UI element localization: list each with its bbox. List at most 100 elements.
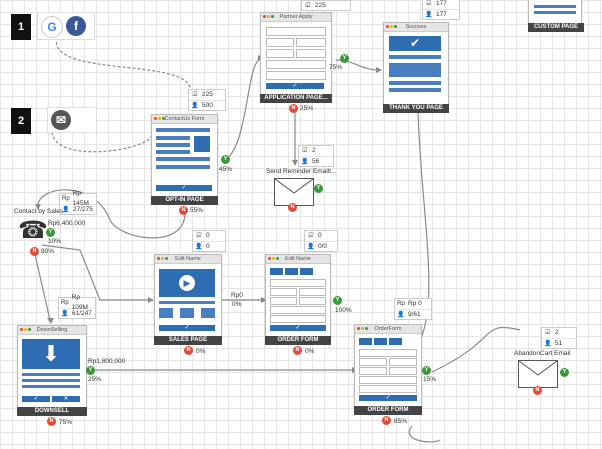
yes-badge: Y <box>314 184 323 193</box>
label-thankyou-page: THANK YOU PAGE <box>383 104 449 113</box>
label-sales-page: SALES PAGE <box>154 336 222 345</box>
connector-source1-optin <box>56 36 191 95</box>
arrow-downsell-in <box>47 318 54 324</box>
user-icon: 👤 <box>307 244 315 250</box>
window-dots-icon <box>154 117 165 120</box>
amex-card-icon <box>389 338 402 345</box>
label-application-page: APPLICATION PAGE... <box>260 94 332 103</box>
email-envelope-icon[interactable] <box>274 178 314 206</box>
arrow-down-icon: ⬇ <box>22 339 80 369</box>
currency-icon: Rp <box>62 196 70 202</box>
decline-button[interactable]: ✕ <box>52 396 80 402</box>
yes-badge: Y <box>340 54 349 63</box>
yes-badge: Y <box>333 296 342 305</box>
user-icon: 👤 <box>61 311 69 317</box>
traffic-source-2[interactable]: ✉ <box>47 107 97 133</box>
traffic-source-1[interactable]: G f <box>37 12 95 40</box>
arrow-salespage-in <box>148 297 154 303</box>
connector-orderform2-abandon <box>431 326 521 373</box>
reminder-stats: ☑2 👤56 <box>298 145 334 167</box>
no-badge: N <box>30 247 39 256</box>
checkbox-icon: ☑ <box>192 92 198 98</box>
window-dots-icon <box>386 25 397 28</box>
checkbox-icon: ☑ <box>305 3 311 9</box>
connector-source2-optin <box>51 131 153 153</box>
connector-optin-contactsales <box>37 189 186 239</box>
yes-badge: Y <box>86 366 95 375</box>
currency-icon: Rp <box>397 301 405 307</box>
connector-contactsales-salespage <box>41 244 150 301</box>
connector-contactsales-downsell <box>33 249 51 321</box>
salespage-no-rate: 0% <box>196 348 206 355</box>
orderform2-yes-rate: 15% <box>423 376 437 383</box>
connector-optin-application <box>221 57 263 163</box>
window-dots-icon <box>157 257 168 260</box>
orderform-yes-rate: 100% <box>335 307 352 314</box>
checkbox-icon: ☑ <box>426 1 432 7</box>
user-icon: 👤 <box>301 159 309 165</box>
no-badge: N <box>382 416 391 425</box>
connector-orderform2-exit <box>408 425 441 443</box>
card-custom[interactable] <box>528 0 582 24</box>
card-edit-name-order[interactable]: Edit Name ✓ <box>265 254 331 338</box>
submit-button[interactable]: ✓ <box>159 325 215 331</box>
salespage-yes-rate: 0% <box>232 301 242 308</box>
optin-stats: ☑225 👤500 <box>188 89 226 111</box>
user-icon: 👤 <box>195 244 203 250</box>
arrow-thankyou-in <box>376 67 382 73</box>
no-badge: N <box>184 346 193 355</box>
mail-icon: ✉ <box>51 110 71 130</box>
window-dots-icon <box>263 15 274 18</box>
arrow-orderform-in <box>261 297 267 303</box>
thankyou-stats: ☑177 👤177 <box>422 0 460 20</box>
google-icon: G <box>41 16 63 38</box>
arrow-contactsales-in <box>35 204 41 210</box>
window-dots-icon <box>20 328 31 331</box>
card-orderform[interactable]: OrderForm ✓ <box>354 324 422 408</box>
checkbox-icon: ☑ <box>308 233 314 239</box>
card-edit-name-sales[interactable]: Edit Name ▶ ✓ <box>154 254 222 338</box>
source-number-1: 1 <box>11 14 31 40</box>
email-envelope-icon[interactable] <box>518 360 558 388</box>
amex-card-icon <box>300 268 313 275</box>
phone-icon[interactable]: ☎ <box>18 217 48 244</box>
accept-button[interactable]: ✓ <box>22 396 50 402</box>
card-partner-apply[interactable]: Partner Apply ✓ <box>260 12 332 96</box>
window-dots-icon <box>268 257 279 260</box>
label-downsell: DOWNSELL <box>17 407 87 416</box>
submit-button[interactable]: ✓ <box>266 83 324 89</box>
yes-badge: Y <box>560 368 569 377</box>
check-icon: ✔ <box>389 36 441 51</box>
user-icon: 👤 <box>62 207 70 213</box>
source-number-2: 2 <box>11 108 31 134</box>
application-yes-rate: 75% <box>329 64 343 71</box>
application-no-rate: 25% <box>300 105 314 112</box>
play-icon: ▶ <box>179 275 195 291</box>
card-downselling[interactable]: DownSelling ⬇ ✓ ✕ <box>17 325 87 409</box>
no-badge: N <box>289 104 298 113</box>
downsell-no-rate: 75% <box>59 419 73 426</box>
yes-badge: Y <box>221 155 230 164</box>
checkbox-icon: ☑ <box>545 330 551 336</box>
abandoncart-label: AbandonCart Email <box>514 350 571 357</box>
video-player[interactable]: ▶ <box>159 269 215 297</box>
salespage-revenue: Rp0 <box>231 292 243 299</box>
checkbox-icon: ☑ <box>302 148 308 154</box>
submit-button[interactable]: ✓ <box>156 185 212 191</box>
optin-yes-rate: 45% <box>219 166 233 173</box>
card-contactus-form[interactable]: ContactUs Form ✓ <box>151 114 218 198</box>
orderform2-no-rate: 85% <box>394 418 408 425</box>
submit-button[interactable]: ✓ <box>359 395 417 401</box>
contactsales-revenue: Rp6,400,000 <box>48 220 86 227</box>
downsell-yes-rate: 25% <box>88 376 102 383</box>
currency-icon: Rp <box>61 300 69 306</box>
reminder-label: Send Reminder Emailt... <box>266 168 337 175</box>
card-success[interactable]: Success ✔ <box>383 22 449 106</box>
label-optin-page: OPT-IN PAGE <box>151 196 218 205</box>
submit-button[interactable]: ✓ <box>270 325 326 331</box>
visa-card-icon <box>359 338 372 345</box>
salespage-stats: ☑0 👤0 <box>192 230 226 252</box>
no-badge: N <box>293 346 302 355</box>
